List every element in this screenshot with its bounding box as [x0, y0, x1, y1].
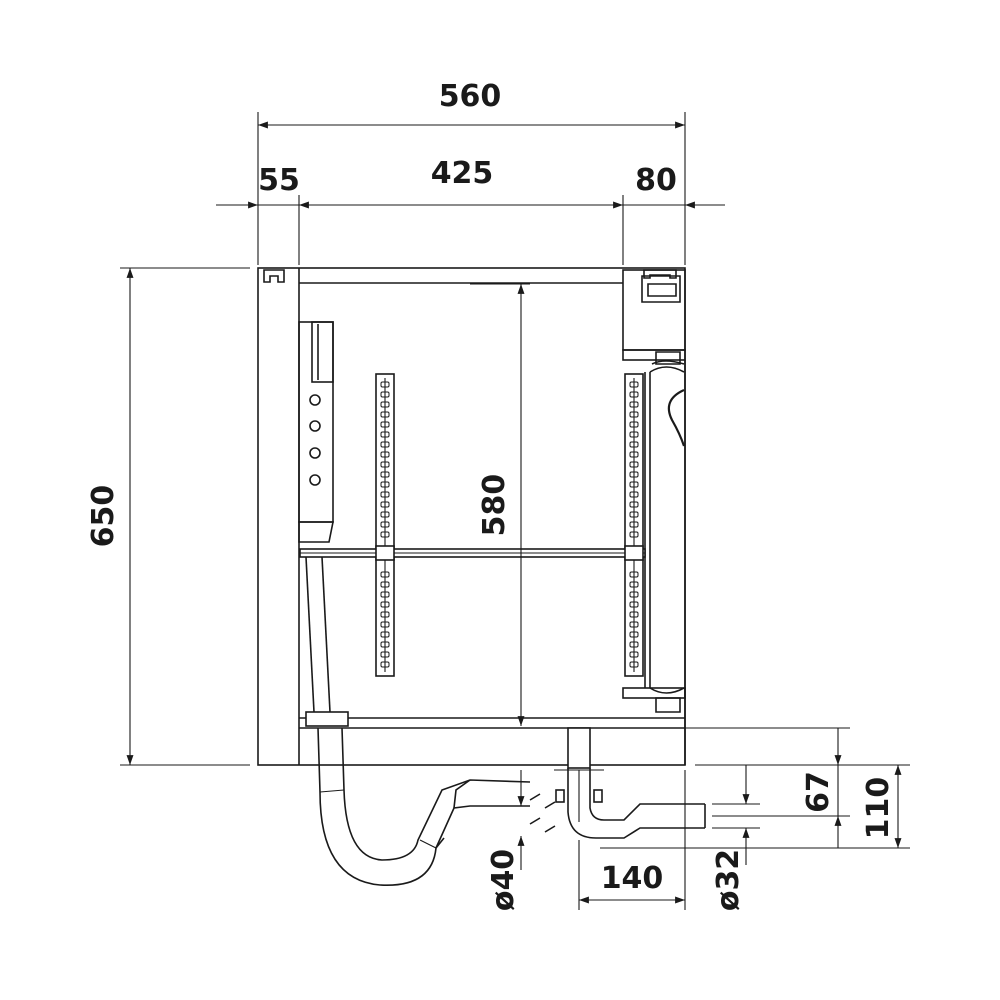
rail-hole — [380, 441, 390, 448]
door-hinge-assembly — [622, 269, 686, 765]
rail-hole — [380, 411, 390, 418]
dim-label-140: 140 — [601, 861, 664, 896]
dimension-pipe-diameter-40: ø40 — [486, 770, 525, 911]
rail-hole — [629, 601, 639, 608]
dim-label-560: 560 — [439, 79, 502, 114]
rail-hole — [629, 421, 639, 428]
dimension-drain-width: 140 — [578, 770, 686, 910]
rail-hole — [380, 621, 390, 628]
rail-hole — [629, 621, 639, 628]
dimension-overall-height: 650 — [86, 267, 250, 766]
shelf-bar — [299, 545, 646, 561]
rail-hole — [629, 611, 639, 618]
dimension-inner-height: 580 — [470, 283, 530, 726]
rail-hole — [380, 421, 390, 428]
dim-label-580: 580 — [477, 474, 512, 537]
rail-holes — [380, 381, 639, 668]
rail-hole — [629, 431, 639, 438]
rail-hole — [380, 631, 390, 638]
rail-hole — [629, 401, 639, 408]
rail-hole — [629, 391, 639, 398]
rail-hole — [380, 571, 390, 578]
dim-label-55: 55 — [258, 163, 300, 198]
rail-hole — [629, 411, 639, 418]
rail-hole — [629, 591, 639, 598]
dim-label-425: 425 — [431, 156, 494, 191]
rail-hole — [629, 641, 639, 648]
rail-hole — [380, 511, 390, 518]
rail-hole — [380, 531, 390, 538]
rail-hole — [629, 441, 639, 448]
rail-hole — [629, 531, 639, 538]
rail-hole — [629, 491, 639, 498]
rail-right — [624, 373, 644, 677]
dim-label-67: 67 — [801, 771, 836, 813]
rail-hole — [629, 481, 639, 488]
dimension-right-vertical: 67 110 ø32 — [600, 727, 910, 911]
rail-hole — [629, 661, 639, 668]
rail-hole — [380, 491, 390, 498]
rail-hole — [380, 391, 390, 398]
dimension-overall-width: 560 — [257, 79, 686, 265]
rail-hole — [629, 461, 639, 468]
rail-hole — [629, 511, 639, 518]
control-column — [298, 321, 334, 543]
rail-hole — [629, 651, 639, 658]
rail-hole — [380, 591, 390, 598]
rail-hole — [629, 571, 639, 578]
rail-hole — [629, 451, 639, 458]
dim-label-80: 80 — [635, 163, 677, 198]
rail-hole — [629, 631, 639, 638]
rail-left — [375, 373, 395, 677]
dimension-sub-widths: 55 425 80 — [216, 156, 725, 265]
rail-hole — [380, 601, 390, 608]
rail-hole — [380, 451, 390, 458]
rail-hole — [629, 471, 639, 478]
rail-hole — [380, 521, 390, 528]
rail-hole — [380, 661, 390, 668]
rail-hole — [380, 641, 390, 648]
rail-hole — [380, 501, 390, 508]
dim-label-o40: ø40 — [486, 849, 521, 911]
rail-hole — [380, 431, 390, 438]
rail-hole — [380, 651, 390, 658]
dim-label-110: 110 — [861, 777, 896, 840]
rail-hole — [380, 611, 390, 618]
rail-hole — [380, 401, 390, 408]
dim-label-650: 650 — [86, 485, 121, 548]
rail-hole — [629, 381, 639, 388]
rail-hole — [629, 501, 639, 508]
dim-label-o32: ø32 — [711, 849, 746, 911]
rail-hole — [380, 581, 390, 588]
rail-hole — [629, 581, 639, 588]
rail-hole — [380, 461, 390, 468]
cabinet-body — [257, 267, 686, 766]
rail-hole — [380, 381, 390, 388]
rail-hole — [380, 481, 390, 488]
drain-trap-left — [305, 556, 556, 886]
rail-hole — [380, 471, 390, 478]
drain-pipe-right — [554, 727, 706, 839]
rail-hole — [629, 521, 639, 528]
